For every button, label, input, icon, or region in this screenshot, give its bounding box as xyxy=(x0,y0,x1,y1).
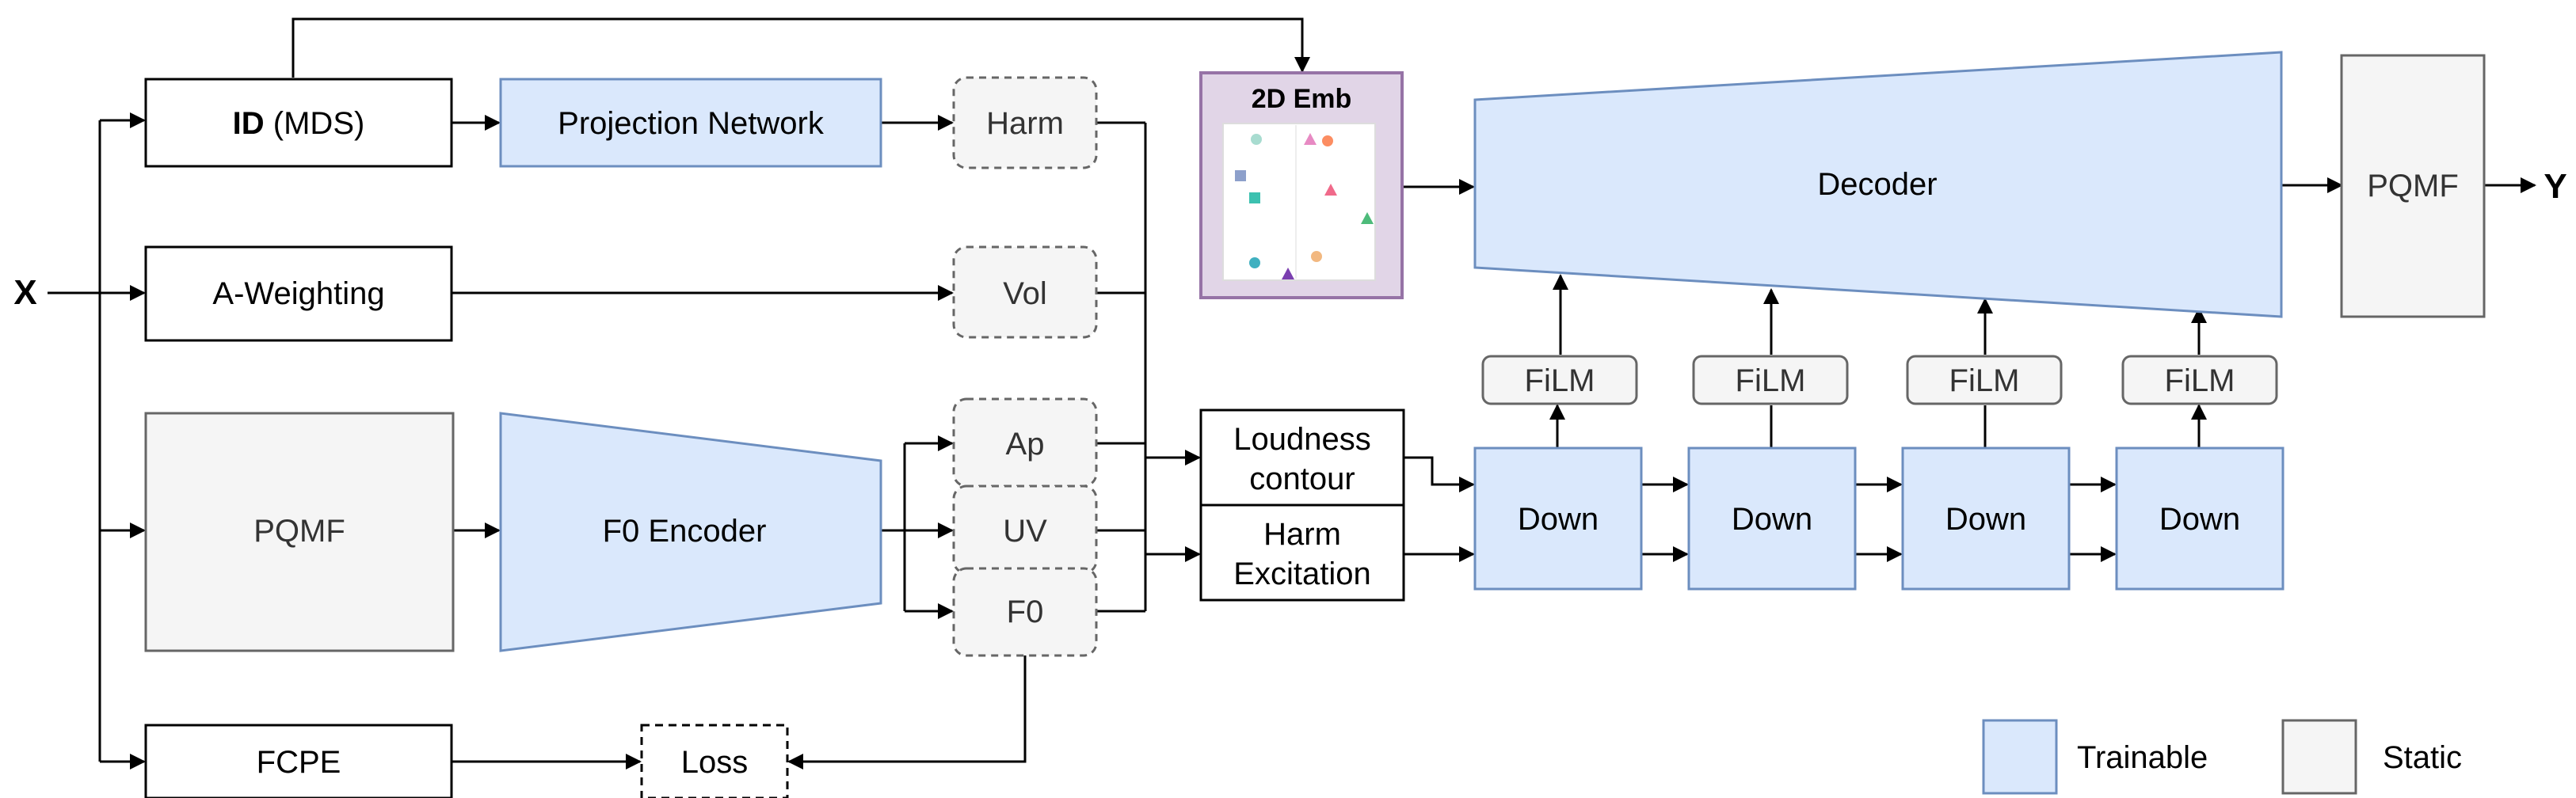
harm-excitation-label-line2: Excitation xyxy=(1233,557,1370,591)
loss-label: Loss xyxy=(681,745,749,780)
film-block-4-label: FiLM xyxy=(2165,363,2235,398)
2d-embedding-block: 2D Emb xyxy=(1199,71,1404,299)
embedding-marker-circle xyxy=(1311,251,1322,262)
input-x-label: X xyxy=(13,273,36,312)
vol-feature: Vol xyxy=(952,245,1098,339)
down-block-2: Down xyxy=(1687,446,1857,591)
f0-encoder-label: F0 Encoder xyxy=(603,514,767,549)
fcpe-block: FCPE xyxy=(144,724,453,798)
pqmf-input-block: PQMF xyxy=(144,412,455,652)
film-block-3-label: FiLM xyxy=(1949,363,2020,398)
embedding-marker-square xyxy=(1235,170,1246,181)
harm-feature: Harm xyxy=(952,76,1098,169)
svg-text:ID (MDS): ID (MDS) xyxy=(233,106,365,141)
embedding-marker-circle xyxy=(1322,135,1333,146)
f0-feature: F0 xyxy=(952,567,1098,657)
id-mds-block: ID (MDS) xyxy=(144,78,453,168)
embedding-marker-circle xyxy=(1249,257,1260,268)
f0-encoder-block: F0 Encoder xyxy=(499,412,882,652)
down-block-2-label: Down xyxy=(1732,502,1812,537)
down-block-1-label: Down xyxy=(1518,502,1599,537)
fcpe-label: FCPE xyxy=(257,745,341,780)
decoder-block: Decoder xyxy=(1473,51,2283,318)
legend-static-label: Static xyxy=(2383,740,2462,775)
decoder-label: Decoder xyxy=(1817,167,1937,202)
down-block-4-label: Down xyxy=(2159,502,2240,537)
legend: Trainable Static xyxy=(1982,719,2462,795)
vol-feature-label: Vol xyxy=(1003,276,1047,311)
down-block-1: Down xyxy=(1473,446,1643,591)
harm-feature-label: Harm xyxy=(986,106,1064,141)
id-mds-text: (MDS) xyxy=(265,106,365,141)
f0-feature-label: F0 xyxy=(1007,595,1044,629)
connection-wires xyxy=(48,17,2536,770)
down-block-3: Down xyxy=(1901,446,2071,591)
a-weighting-block: A-Weighting xyxy=(144,245,453,342)
a-weighting-label: A-Weighting xyxy=(212,276,384,311)
embedding-marker-triangle xyxy=(1324,184,1337,196)
loudness-label-line1: Loudness xyxy=(1233,422,1370,457)
ap-feature: Ap xyxy=(952,397,1098,488)
projection-network-label: Projection Network xyxy=(558,106,825,141)
id-bold-text: ID xyxy=(233,106,265,141)
embedding-marker-square xyxy=(1249,192,1260,203)
harm-excitation-label-line1: Harm xyxy=(1263,517,1341,552)
film-block-1-label: FiLM xyxy=(1525,363,1595,398)
film-block-1: FiLM xyxy=(1481,355,1638,405)
embedding-marker-triangle xyxy=(1361,212,1374,224)
uv-feature: UV xyxy=(952,484,1098,575)
embedding-marker-circle xyxy=(1251,134,1262,145)
film-block-2: FiLM xyxy=(1692,355,1849,405)
legend-static-swatch xyxy=(2281,719,2357,795)
down-block-3-label: Down xyxy=(1945,502,2026,537)
legend-trainable-label: Trainable xyxy=(2077,740,2208,775)
pqmf-output-block: PQMF xyxy=(2340,54,2486,318)
legend-trainable-swatch xyxy=(1982,719,2058,795)
loudness-contour-block: Loudness contour xyxy=(1199,408,1405,507)
embedding-marker-triangle xyxy=(1282,268,1294,279)
pqmf-output-label: PQMF xyxy=(2367,169,2459,203)
pqmf-input-label: PQMF xyxy=(253,514,345,549)
embedding-markers xyxy=(1235,133,1374,279)
loudness-label-line2: contour xyxy=(1249,462,1355,496)
output-y-label: Y xyxy=(2544,167,2566,206)
2d-embedding-title: 2D Emb xyxy=(1252,84,1352,114)
harm-excitation-block: Harm Excitation xyxy=(1199,504,1405,602)
uv-feature-label: UV xyxy=(1003,514,1047,549)
projection-network-block: Projection Network xyxy=(499,78,882,168)
embedding-marker-triangle xyxy=(1304,133,1317,145)
down-block-4: Down xyxy=(2115,446,2284,591)
embedding-plot-area xyxy=(1222,123,1376,281)
ap-feature-label: Ap xyxy=(1006,427,1045,462)
loss-block: Loss xyxy=(640,724,789,798)
film-block-3: FiLM xyxy=(1906,355,2063,405)
film-block-4: FiLM xyxy=(2121,355,2278,405)
film-block-2-label: FiLM xyxy=(1736,363,1806,398)
